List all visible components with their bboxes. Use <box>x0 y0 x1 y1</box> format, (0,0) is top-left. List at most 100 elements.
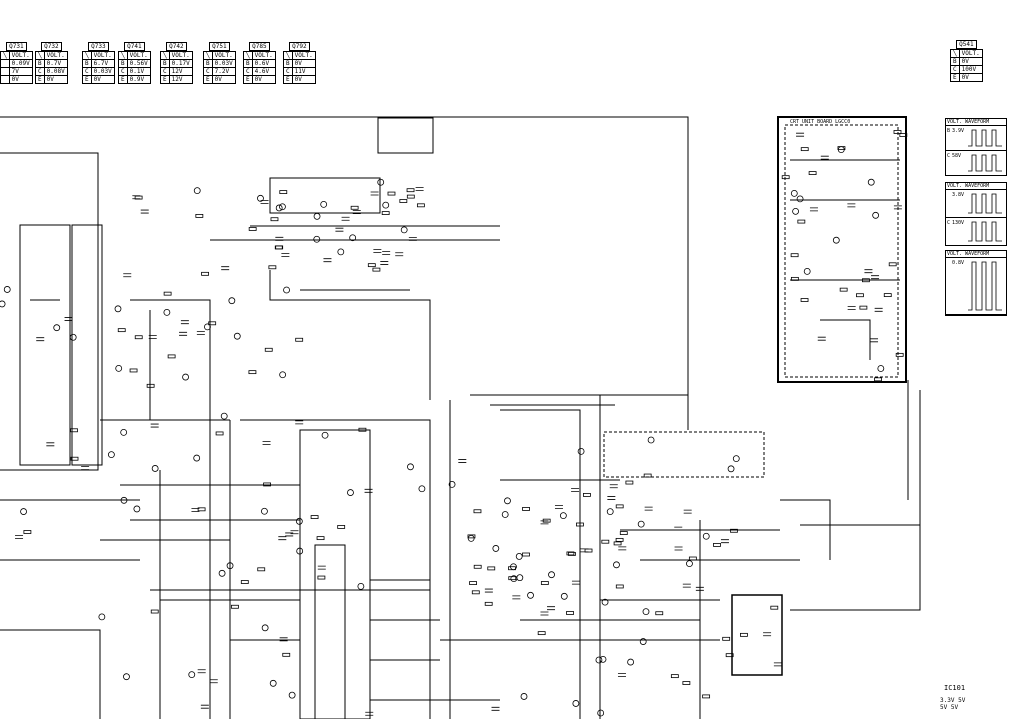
component-symbol <box>188 671 196 679</box>
component-symbol <box>406 194 415 199</box>
component-symbol <box>228 297 236 305</box>
component-symbol <box>180 320 189 325</box>
component-symbol <box>321 431 329 439</box>
component-symbol <box>899 133 908 137</box>
voltage: 3.9V <box>952 128 965 134</box>
component-symbol <box>69 333 77 341</box>
transistor-ref: Q732 <box>41 42 62 51</box>
component-symbol <box>313 212 321 220</box>
transistor-ref: Q792 <box>289 42 310 51</box>
component-symbol <box>867 178 875 186</box>
component-symbol <box>732 455 740 463</box>
component-symbol <box>15 535 24 540</box>
component-symbol <box>473 509 482 514</box>
terminal: C <box>947 220 951 226</box>
component-symbol <box>467 534 475 542</box>
component-symbol <box>607 496 616 500</box>
component-symbol <box>218 569 226 577</box>
component-symbol <box>367 263 376 268</box>
component-symbol <box>674 546 683 551</box>
component-symbol <box>98 613 106 621</box>
component-symbol <box>220 412 228 420</box>
voltage: 3.8V <box>952 192 965 198</box>
component-symbol <box>874 377 882 382</box>
component-symbol <box>571 487 580 492</box>
voltage: 58V <box>952 153 962 159</box>
component-symbol <box>129 368 138 373</box>
component-symbol <box>566 611 574 615</box>
component-symbol <box>520 693 528 700</box>
component-symbol <box>508 566 516 571</box>
component-symbol <box>150 609 159 614</box>
component-symbol <box>358 427 367 432</box>
component-symbol <box>288 691 296 699</box>
component-symbol <box>469 581 477 585</box>
component-symbol <box>317 575 326 580</box>
component-symbol <box>639 638 647 645</box>
component-symbol <box>740 632 748 637</box>
waveform-trace <box>968 193 1002 214</box>
component-symbol <box>522 552 530 557</box>
component-symbol <box>800 298 809 302</box>
component-symbol <box>615 537 624 542</box>
component-symbol <box>796 132 805 137</box>
component-symbol <box>606 508 614 516</box>
waveform-trace <box>968 221 1002 242</box>
component-symbol <box>790 253 799 258</box>
component-symbol <box>197 507 206 512</box>
component-symbol <box>115 364 123 372</box>
component-symbol <box>720 539 729 544</box>
component-symbol <box>408 236 417 241</box>
ic101-pin-2: 5V <box>958 697 966 704</box>
component-symbol <box>647 436 655 444</box>
component-symbol <box>167 354 176 359</box>
component-symbol <box>617 673 626 678</box>
component-symbol <box>584 548 593 553</box>
transistor-ref: Q731 <box>6 42 27 51</box>
component-symbol <box>320 200 328 208</box>
component-symbol <box>381 211 390 215</box>
component-symbol <box>373 249 382 253</box>
component-symbol <box>317 565 326 570</box>
voltage: 0.9V <box>126 75 151 84</box>
voltage: 0V <box>90 75 115 84</box>
component-symbol <box>275 236 284 241</box>
component-symbol <box>0 300 6 308</box>
component-symbol <box>134 335 143 340</box>
component-symbol <box>537 631 546 636</box>
component-symbol <box>380 261 389 265</box>
component-symbol <box>349 234 357 242</box>
component-symbol <box>504 497 511 505</box>
component-symbol <box>508 576 517 581</box>
component-symbol <box>248 370 257 375</box>
component-symbol <box>448 481 456 488</box>
component-symbol <box>576 522 584 527</box>
component-symbol <box>874 307 883 312</box>
component-symbol <box>820 155 829 160</box>
component-symbol <box>279 371 287 379</box>
component-symbol <box>323 258 332 263</box>
component-symbol <box>501 511 509 518</box>
voltage: 0V <box>958 73 983 82</box>
component-symbol <box>522 507 530 511</box>
component-symbol <box>642 608 650 616</box>
component-symbol <box>893 205 902 210</box>
component-symbol <box>682 583 691 588</box>
component-symbol <box>295 517 303 525</box>
component-symbol <box>352 210 361 215</box>
waveform-header: VOLT. WAVEFORM <box>946 251 1006 258</box>
component-symbol <box>548 571 555 579</box>
component-symbol <box>832 236 840 244</box>
component-symbol <box>133 505 141 513</box>
component-symbol <box>201 271 209 276</box>
component-symbol <box>702 532 710 540</box>
component-symbol <box>484 601 493 606</box>
component-symbol <box>682 681 691 685</box>
component-symbol <box>471 590 480 595</box>
component-symbol <box>540 581 549 585</box>
component-symbol <box>516 574 524 582</box>
